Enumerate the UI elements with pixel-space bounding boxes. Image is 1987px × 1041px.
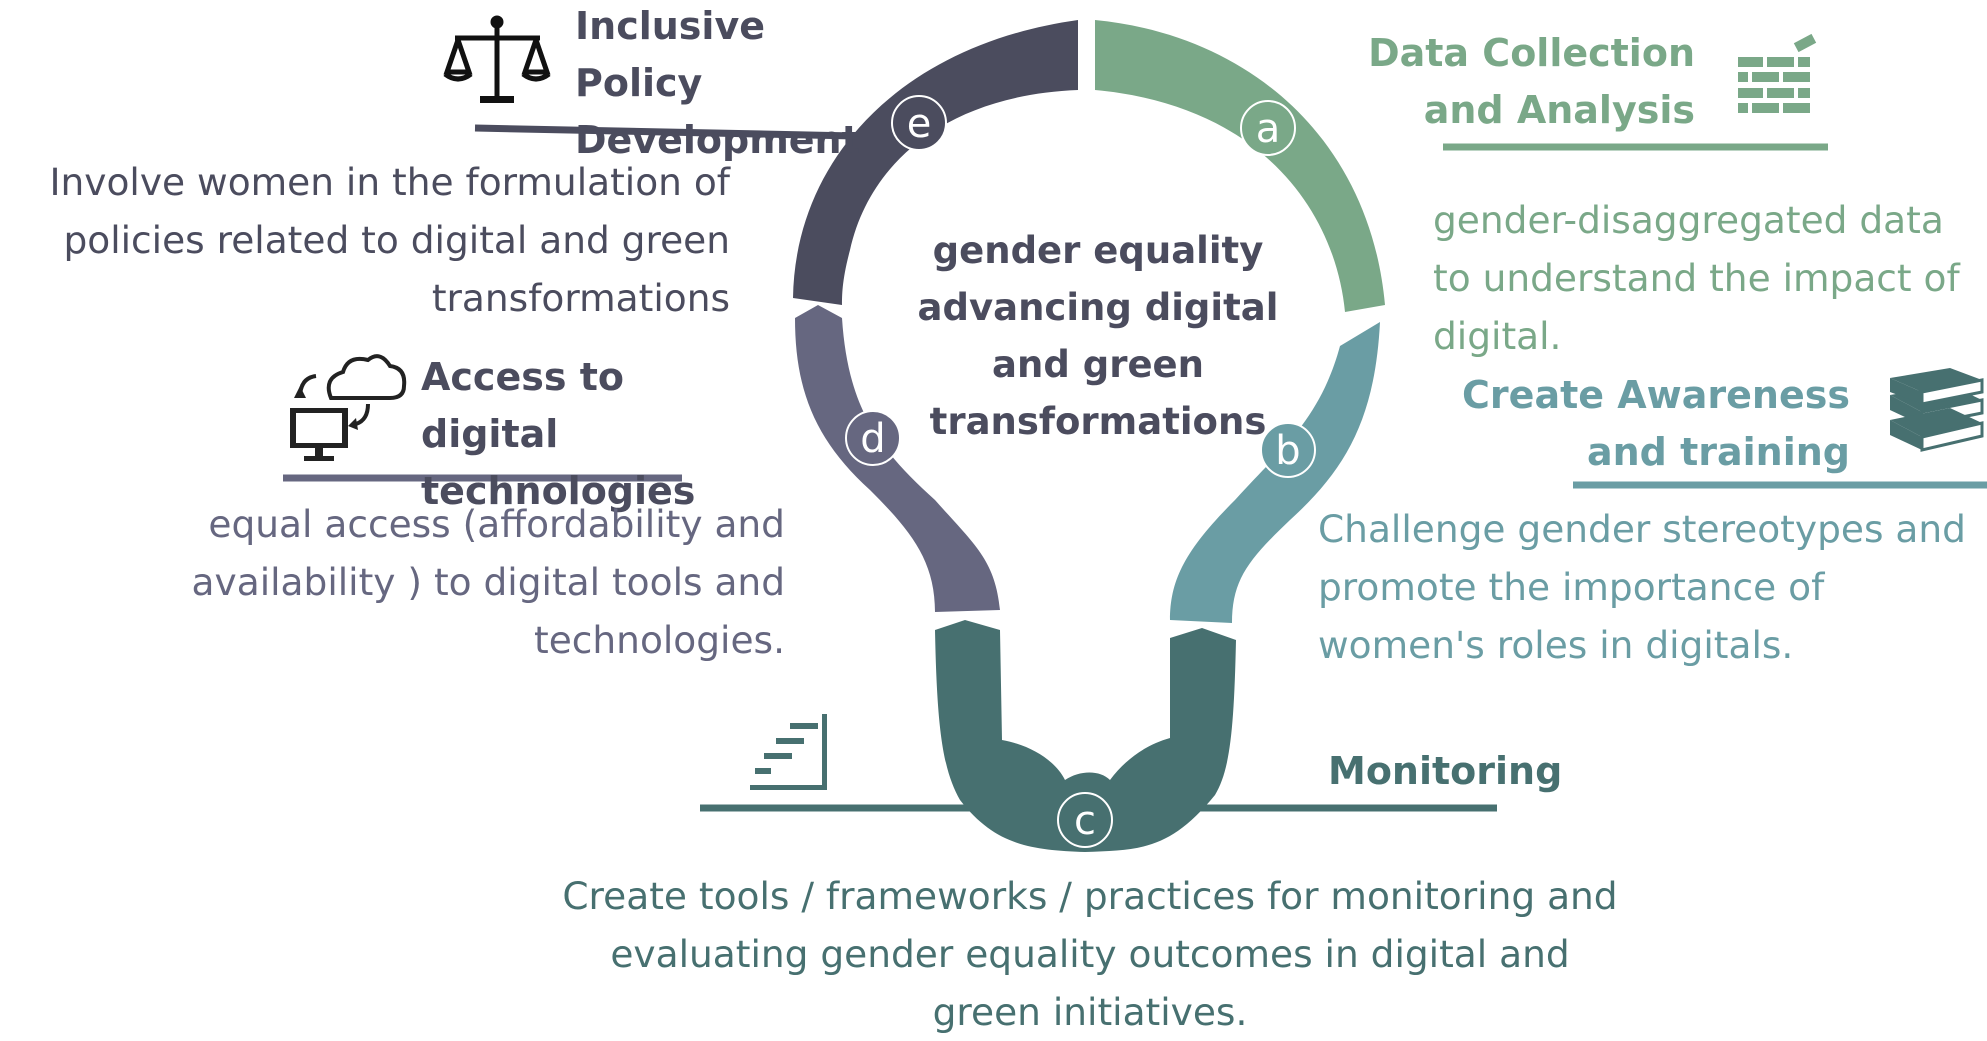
badge-e: e	[891, 95, 947, 151]
title-a: Data Collection and Analysis	[1368, 31, 1695, 132]
description-b: Challenge gender stereotypes and promote…	[1318, 507, 1966, 667]
badge-letter-e: e	[907, 101, 932, 147]
bulb-segment-e	[793, 20, 1078, 305]
brick-wall-icon	[1738, 33, 1817, 113]
scales-icon	[443, 15, 551, 103]
badge-letter-d: d	[860, 416, 885, 462]
description-a: gender-disaggregated data to understand …	[1433, 198, 1960, 358]
description-d: equal access (affordability and availabi…	[191, 502, 785, 662]
badge-c: c	[1057, 792, 1113, 848]
books-stack-icon	[1890, 368, 1984, 452]
bulb-segment-a	[1095, 20, 1385, 312]
progress-steps-icon	[750, 714, 827, 790]
title-d: Access to digital technologies	[421, 355, 696, 513]
description-e: Involve women in the formulation of poli…	[49, 160, 730, 320]
title-e: Inclusive Policy Development	[575, 4, 860, 162]
divider-line-e	[474, 124, 856, 140]
cloud-computer-icon	[290, 354, 407, 461]
title-b: Create Awareness and training	[1462, 373, 1850, 474]
bulb-segment-c	[935, 620, 1236, 852]
title-c: Monitoring	[1328, 749, 1563, 793]
description-c: Create tools / frameworks / practices fo…	[562, 874, 1618, 1034]
bulb-segment-d	[795, 305, 1000, 612]
badge-letter-c: c	[1074, 798, 1096, 844]
badge-d: d	[845, 410, 901, 466]
badge-a: a	[1240, 100, 1296, 156]
badge-letter-a: a	[1256, 106, 1281, 152]
badge-b: b	[1260, 422, 1316, 478]
center-title: gender equality advancing digital and gr…	[917, 229, 1279, 443]
badge-letter-b: b	[1275, 428, 1300, 474]
